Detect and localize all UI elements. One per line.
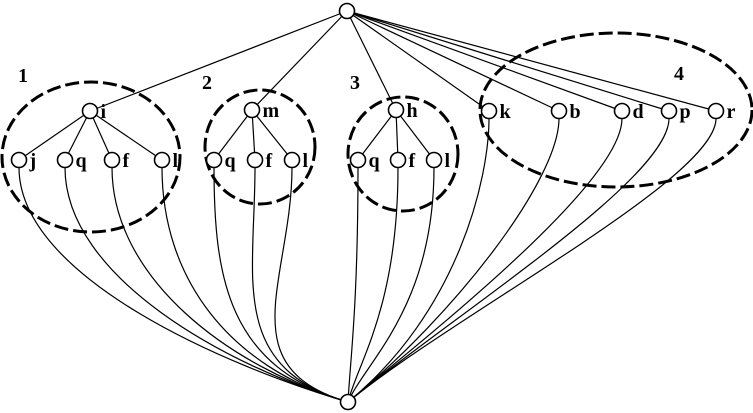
- edge-g1-parent-to-child: [89, 110, 163, 161]
- g2-parent-node-label: m: [263, 100, 280, 122]
- g3-child-node-label: q: [369, 150, 380, 172]
- group-ellipses: [0, 31, 753, 234]
- edge-g1-parent-to-child: [89, 110, 113, 161]
- g4-leaf-node: [660, 102, 678, 120]
- g3-child-node: [425, 151, 443, 169]
- g1-child-node: [56, 151, 74, 169]
- edge-top-to-g2-parent: [251, 10, 348, 111]
- edge-g2-parent-to-child: [251, 109, 293, 161]
- g1-parent-node-label: i: [101, 101, 107, 123]
- g4-leaf-node-label: p: [680, 101, 691, 123]
- g3-parent-node: [387, 101, 405, 119]
- g3-parent-node-label: h: [407, 100, 418, 122]
- g2-child-node-label: l: [303, 150, 309, 172]
- edge-g2-parent-to-child: [251, 109, 256, 161]
- g2-child-node: [246, 151, 264, 169]
- g3-child-node-label: f: [409, 150, 416, 172]
- edge-g3-child-to-bottom: [347, 167, 359, 403]
- g1-child-node-label: l: [173, 150, 179, 172]
- labels: i j q f l m q f l h q f l k b d p r 1 2 3 4: [18, 63, 736, 172]
- edge-g3-child-to-bottom: [347, 167, 399, 403]
- g4-leaf-node: [550, 102, 568, 120]
- edge-g2-child-to-bottom: [251, 167, 349, 403]
- edge-g1-child-to-bottom: [18, 167, 349, 403]
- group-4-label: 4: [674, 63, 684, 85]
- edge-g3-parent-to-child: [395, 109, 399, 161]
- g2-parent-node: [243, 101, 261, 119]
- edge-top-to-g4-leaf: [346, 10, 490, 112]
- edge-g4-leaf-to-bottom: [347, 118, 560, 403]
- g3-child-node: [389, 151, 407, 169]
- g1-child-node: [153, 151, 171, 169]
- g4-leaf-node-label: r: [727, 101, 736, 123]
- g2-child-node-label: f: [266, 150, 273, 172]
- g2-child-node-label: q: [225, 150, 236, 172]
- g3-child-node-label: l: [445, 150, 451, 172]
- edge-top-to-g4-leaf: [346, 10, 717, 112]
- g4-leaf-node: [707, 102, 725, 120]
- group-2-label: 2: [202, 72, 212, 94]
- nodes: [10, 2, 725, 411]
- top-node: [338, 2, 356, 20]
- edge-g3-child-to-bottom: [347, 167, 435, 403]
- edge-g3-parent-to-child: [395, 109, 435, 161]
- g4-leaf-node: [480, 102, 498, 120]
- edge-g2-parent-to-child: [213, 109, 253, 161]
- edge-g1-child-to-bottom: [64, 167, 349, 403]
- edge-g1-child-to-bottom: [161, 167, 349, 403]
- edge-top-to-g1-parent: [89, 10, 348, 112]
- group-3-label: 3: [350, 72, 360, 94]
- g3-child-node: [349, 151, 367, 169]
- g2-child-node: [283, 151, 301, 169]
- g4-leaf-node-label: b: [570, 101, 581, 123]
- edge-top-to-g4-leaf: [346, 10, 560, 112]
- g4-leaf-node-label: k: [500, 101, 512, 123]
- bottom-node: [339, 393, 357, 411]
- edge-top-to-g4-leaf: [346, 10, 623, 112]
- group-1-label: 1: [18, 65, 28, 87]
- group-3-ellipse: [346, 95, 460, 213]
- g4-leaf-node: [613, 102, 631, 120]
- g2-child-node: [205, 151, 223, 169]
- g4-leaf-node-label: d: [633, 101, 644, 123]
- edge-g1-parent-to-child: [64, 110, 91, 161]
- group-4-ellipse: [478, 31, 753, 189]
- g1-parent-node: [81, 102, 99, 120]
- group-1-ellipse: [0, 80, 182, 234]
- edge-g4-leaf-to-bottom: [347, 118, 490, 403]
- edge-g3-parent-to-child: [357, 109, 397, 161]
- edge-g1-child-to-bottom: [111, 167, 349, 403]
- g1-child-node-label: f: [123, 150, 130, 172]
- group-2-ellipse: [203, 88, 317, 206]
- edge-g4-leaf-to-bottom: [347, 118, 623, 403]
- g1-child-node-label: j: [29, 150, 37, 172]
- edge-top-to-g3-parent: [346, 10, 397, 111]
- edges: [18, 10, 717, 403]
- edge-g2-child-to-bottom: [274, 167, 349, 403]
- g1-child-node: [10, 151, 28, 169]
- edge-g1-parent-to-child: [18, 110, 91, 161]
- edge-g4-leaf-to-bottom: [347, 118, 670, 403]
- edge-top-to-g4-leaf: [346, 10, 670, 112]
- g1-child-node-label: q: [76, 150, 87, 172]
- edge-g2-child-to-bottom: [213, 167, 349, 403]
- edge-g4-leaf-to-bottom: [347, 118, 717, 403]
- g1-child-node: [103, 151, 121, 169]
